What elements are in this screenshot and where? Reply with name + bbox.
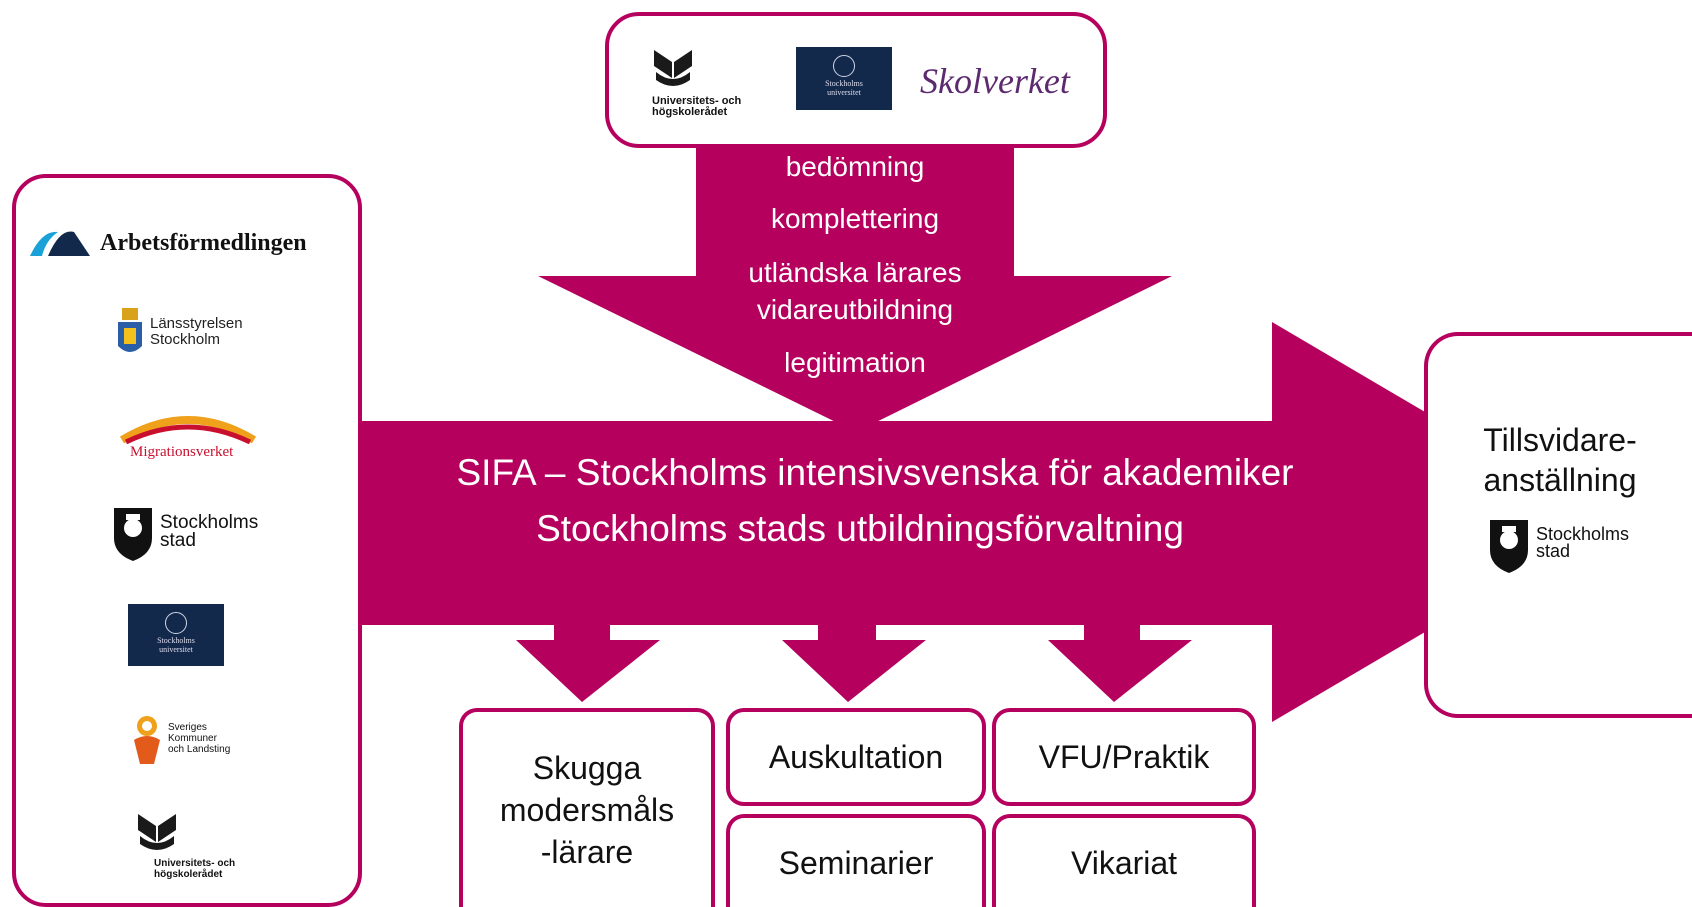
- su-logo-top: Stockholms universitet: [796, 47, 892, 110]
- vfu-box: VFU/Praktik: [992, 708, 1256, 806]
- su-crest-icon: [833, 55, 855, 77]
- right-title-line2: anställning: [1483, 462, 1637, 498]
- arbetsformedlingen-icon: [30, 231, 90, 256]
- skl-figure-icon: [134, 716, 160, 764]
- stockholms-stad-left-text2: stad: [160, 530, 196, 551]
- down-arrow-item-komplettering: komplettering: [770, 203, 940, 234]
- down-arrow-item-legitimation: legitimation: [784, 347, 926, 378]
- uhr-left-icon: [138, 814, 176, 850]
- skugga-line2: modersmåls: [499, 791, 675, 828]
- skugga-box: Skugga modersmåls -lärare: [459, 708, 715, 907]
- down-arrow: [538, 120, 1172, 432]
- uhr-logo-left: Universitets- och högskolerådet: [132, 812, 252, 880]
- down-arrow-item-utlandska: utländska lärares: [748, 257, 962, 288]
- seminarier-box: Seminarier: [726, 814, 986, 907]
- right-title-line1: Tillsvidare-: [1483, 422, 1637, 458]
- auskultation-box: Auskultation: [726, 708, 986, 806]
- su-left-crest-icon: [165, 612, 187, 634]
- su-left-text1: Stockholms: [157, 636, 195, 645]
- lansstyrelsen-text2: Stockholm: [150, 331, 221, 348]
- right-box: [1424, 332, 1692, 718]
- uhr-icon: [654, 50, 692, 86]
- main-arrow: [322, 322, 1612, 722]
- down-arrow-item-bedomning: bedömning: [785, 151, 925, 182]
- skl-text3: och Landsting: [168, 744, 231, 755]
- skl-text1: Sveriges: [168, 722, 207, 733]
- stockholms-stad-right-shield-icon: [1490, 520, 1528, 573]
- down-arrow-item-vidareutbildning: vidareutbildning: [756, 294, 954, 325]
- lansstyrelsen-logo: Länsstyrelsen Stockholm: [116, 308, 266, 360]
- stockholms-stad-left-text1: Stockholms: [160, 512, 259, 533]
- stockholms-stad-right-text1: Stockholms: [1536, 524, 1630, 544]
- arbetsformedlingen-logo: Arbetsförmedlingen: [28, 226, 348, 260]
- skolverket-logo: Skolverket: [920, 61, 1070, 101]
- uhr-top-text1: Universitets- och: [652, 95, 742, 107]
- uhr-logo-top: Universitets- och högskolerådet: [652, 48, 772, 118]
- migrationsverket-logo: Migrationsverket: [118, 406, 258, 464]
- skl-text2: Kommuner: [168, 733, 217, 744]
- vikariat-box: Vikariat: [992, 814, 1256, 907]
- small-arrow-1: [516, 566, 660, 702]
- stockholms-stad-shield-icon: [114, 508, 152, 561]
- su-top-text2: universitet: [827, 88, 861, 97]
- left-logo-box: [12, 174, 362, 907]
- lansstyrelsen-text1: Länsstyrelsen: [150, 315, 243, 332]
- arbetsformedlingen-text: Arbetsförmedlingen: [100, 230, 307, 256]
- small-arrow-2: [782, 566, 926, 702]
- stockholms-stad-logo-left: Stockholms stad: [112, 506, 272, 562]
- su-left-text2: universitet: [159, 645, 193, 654]
- uhr-left-text1: Universitets- och: [154, 858, 236, 869]
- skugga-line3: -lärare: [540, 833, 634, 870]
- migrationsverket-arc-icon: [119, 416, 257, 444]
- small-arrow-3: [1048, 566, 1192, 702]
- uhr-top-text2: högskolerådet: [652, 106, 728, 118]
- right-box-title: Tillsvidare- anställning: [1424, 420, 1692, 500]
- lansstyrelsen-crest-icon: [118, 308, 142, 352]
- stockholms-stad-logo-right: Stockholms stad: [1488, 518, 1648, 574]
- stockholms-stad-right-text2: stad: [1536, 541, 1571, 561]
- uhr-left-text2: högskolerådet: [154, 869, 223, 880]
- main-arrow-line1: SIFA – Stockholms intensivsvenska för ak…: [456, 452, 1294, 493]
- migrationsverket-text: Migrationsverket: [130, 444, 234, 460]
- su-logo-left: Stockholms universitet: [128, 604, 224, 666]
- skl-logo: Sveriges Kommuner och Landsting: [130, 714, 250, 766]
- skugga-line1: Skugga: [532, 749, 642, 786]
- main-arrow-line2: Stockholms stads utbildningsförvaltning: [536, 508, 1184, 549]
- su-top-text1: Stockholms: [825, 79, 863, 88]
